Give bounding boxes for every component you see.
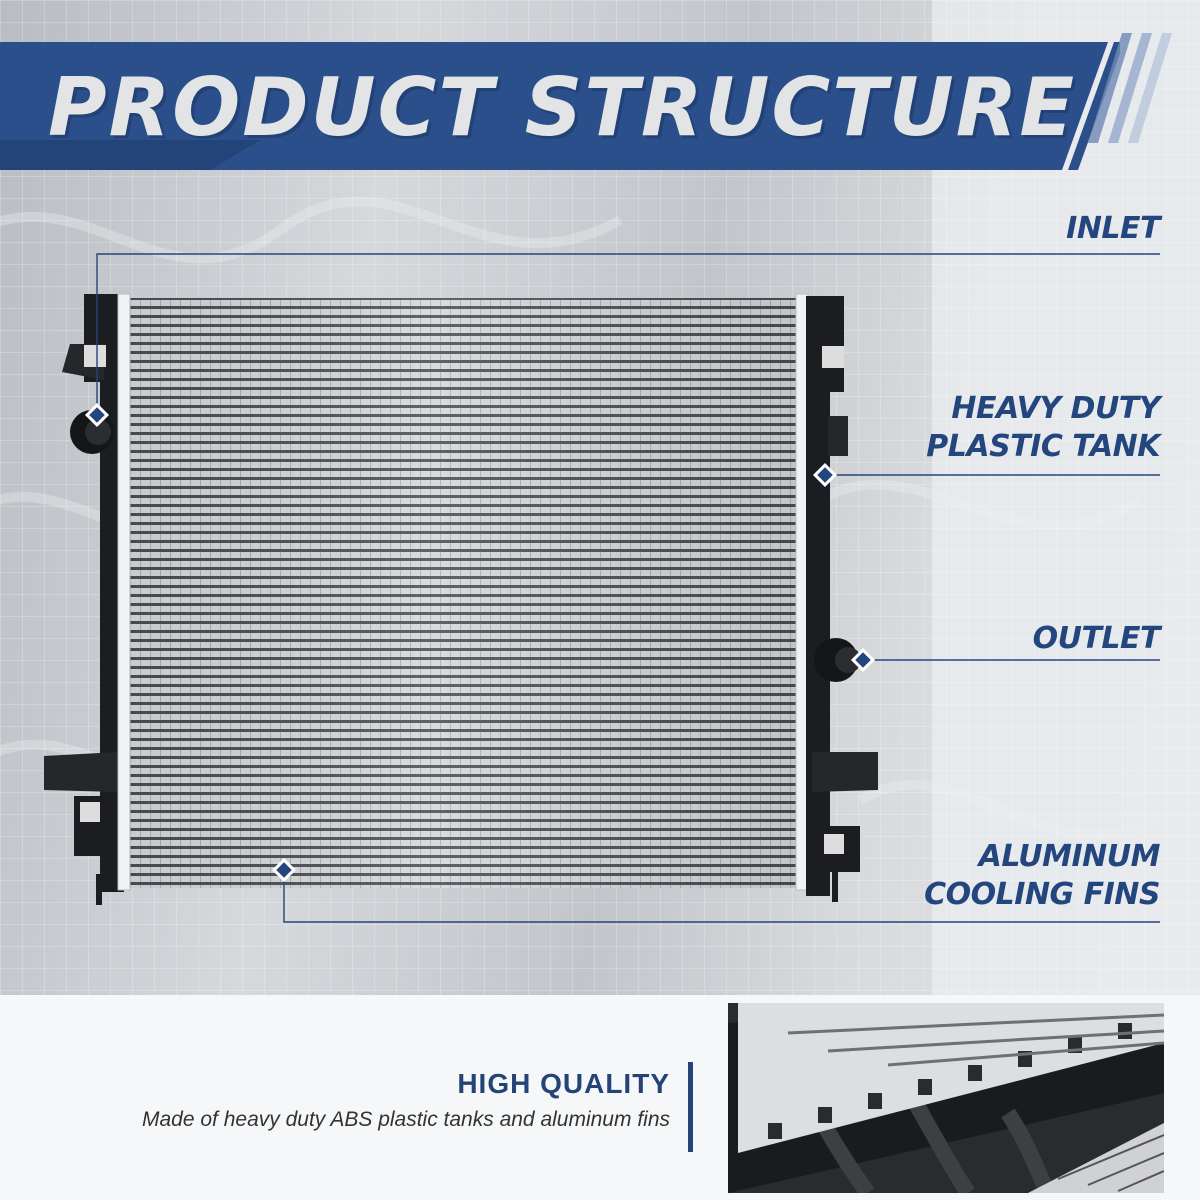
feature-title: HIGH QUALITY (457, 1068, 670, 1099)
callout-plastic-tank: HEAVY DUTY PLASTIC TANK (926, 391, 1160, 464)
page-title: PRODUCT STRUCTURE (48, 61, 1076, 154)
callout-inlet: INLET (1066, 211, 1160, 246)
radiator-image (44, 293, 878, 905)
callout-outlet: OUTLET (1032, 621, 1161, 656)
callout-lines (84, 253, 1160, 923)
feature-description: Made of heavy duty ABS plastic tanks and… (142, 1108, 670, 1131)
banner-stripes (1088, 33, 1172, 143)
marker-icons (84, 402, 876, 883)
feature-divider (688, 1062, 693, 1152)
closeup-image (728, 1003, 1164, 1193)
callout-cooling-fins: ALUMINUM COOLING FINS (924, 839, 1160, 912)
title-banner (0, 42, 1120, 170)
